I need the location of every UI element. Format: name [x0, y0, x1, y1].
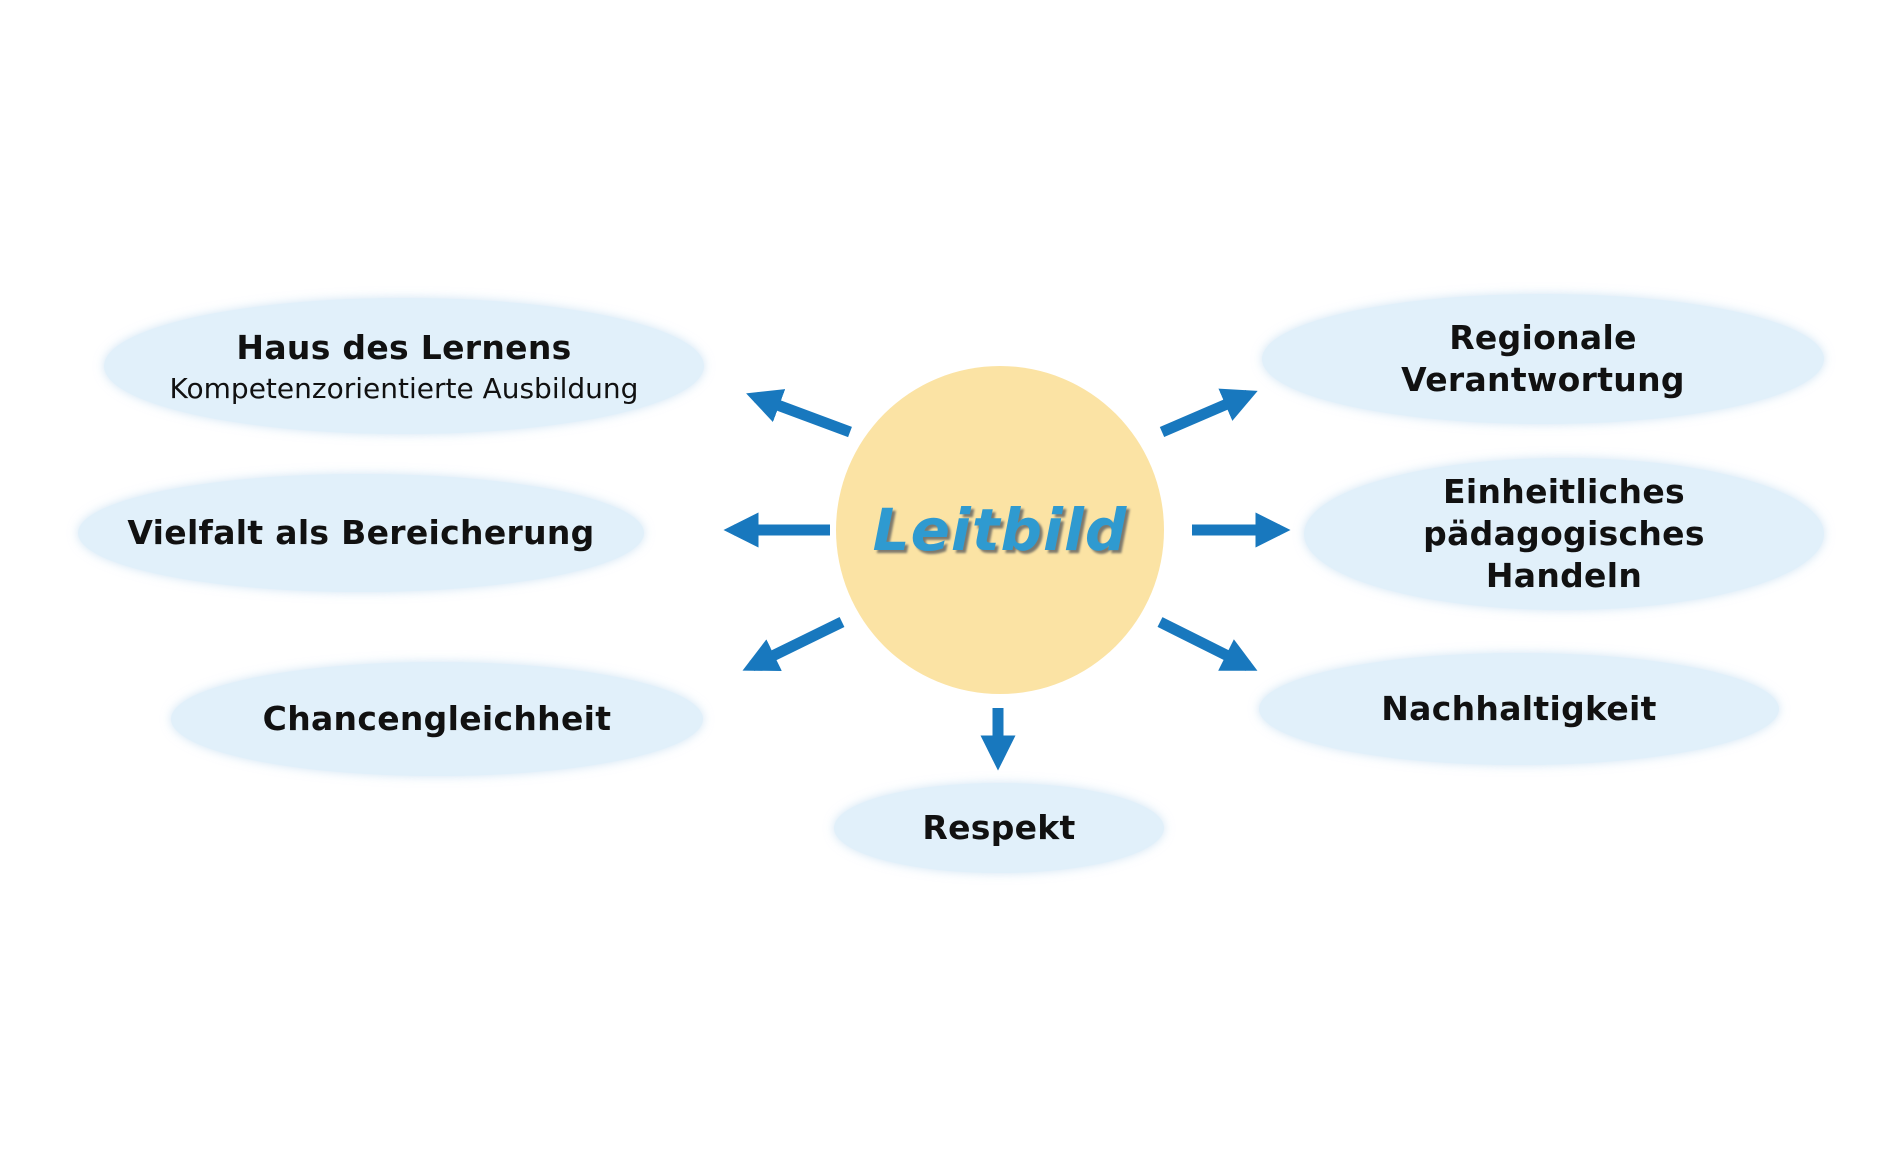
arrow-to-chancengleichheit-icon — [742, 617, 845, 671]
node-sublabel: Kompetenzorientierte Ausbildung — [169, 372, 639, 406]
node-label: Nachhaltigkeit — [1381, 688, 1657, 728]
node-nachhaltigkeit: Nachhaltigkeit — [1259, 653, 1779, 765]
node-haus-des-lernens: Haus des Lernens Kompetenzorientierte Au… — [104, 298, 704, 434]
node-label: Vielfalt als Bereicherung — [127, 512, 595, 552]
arrow-to-regionale-icon — [1159, 388, 1258, 438]
node-label: Respekt — [922, 807, 1076, 847]
node-regionale-verantwortung: Regionale Verantwortung — [1262, 294, 1824, 424]
node-label: Einheitliches pädagogisches Handeln — [1423, 471, 1705, 596]
arrow-to-nachhaltigkeit-icon — [1157, 617, 1258, 671]
center-node-leitbild: Leitbild — [836, 366, 1164, 694]
node-label: Chancengleichheit — [262, 698, 612, 738]
node-respekt: Respekt — [834, 783, 1164, 873]
node-einheitliches-paedagogisches-handeln: Einheitliches pädagogisches Handeln — [1304, 458, 1824, 610]
node-label: Haus des Lernens — [236, 327, 572, 367]
node-chancengleichheit: Chancengleichheit — [171, 662, 703, 776]
center-node-label: Leitbild — [872, 496, 1128, 564]
arrow-to-haus-des-lernens-icon — [746, 389, 852, 438]
node-label: Regionale Verantwortung — [1401, 317, 1685, 399]
node-vielfalt-als-bereicherung: Vielfalt als Bereicherung — [78, 474, 644, 592]
